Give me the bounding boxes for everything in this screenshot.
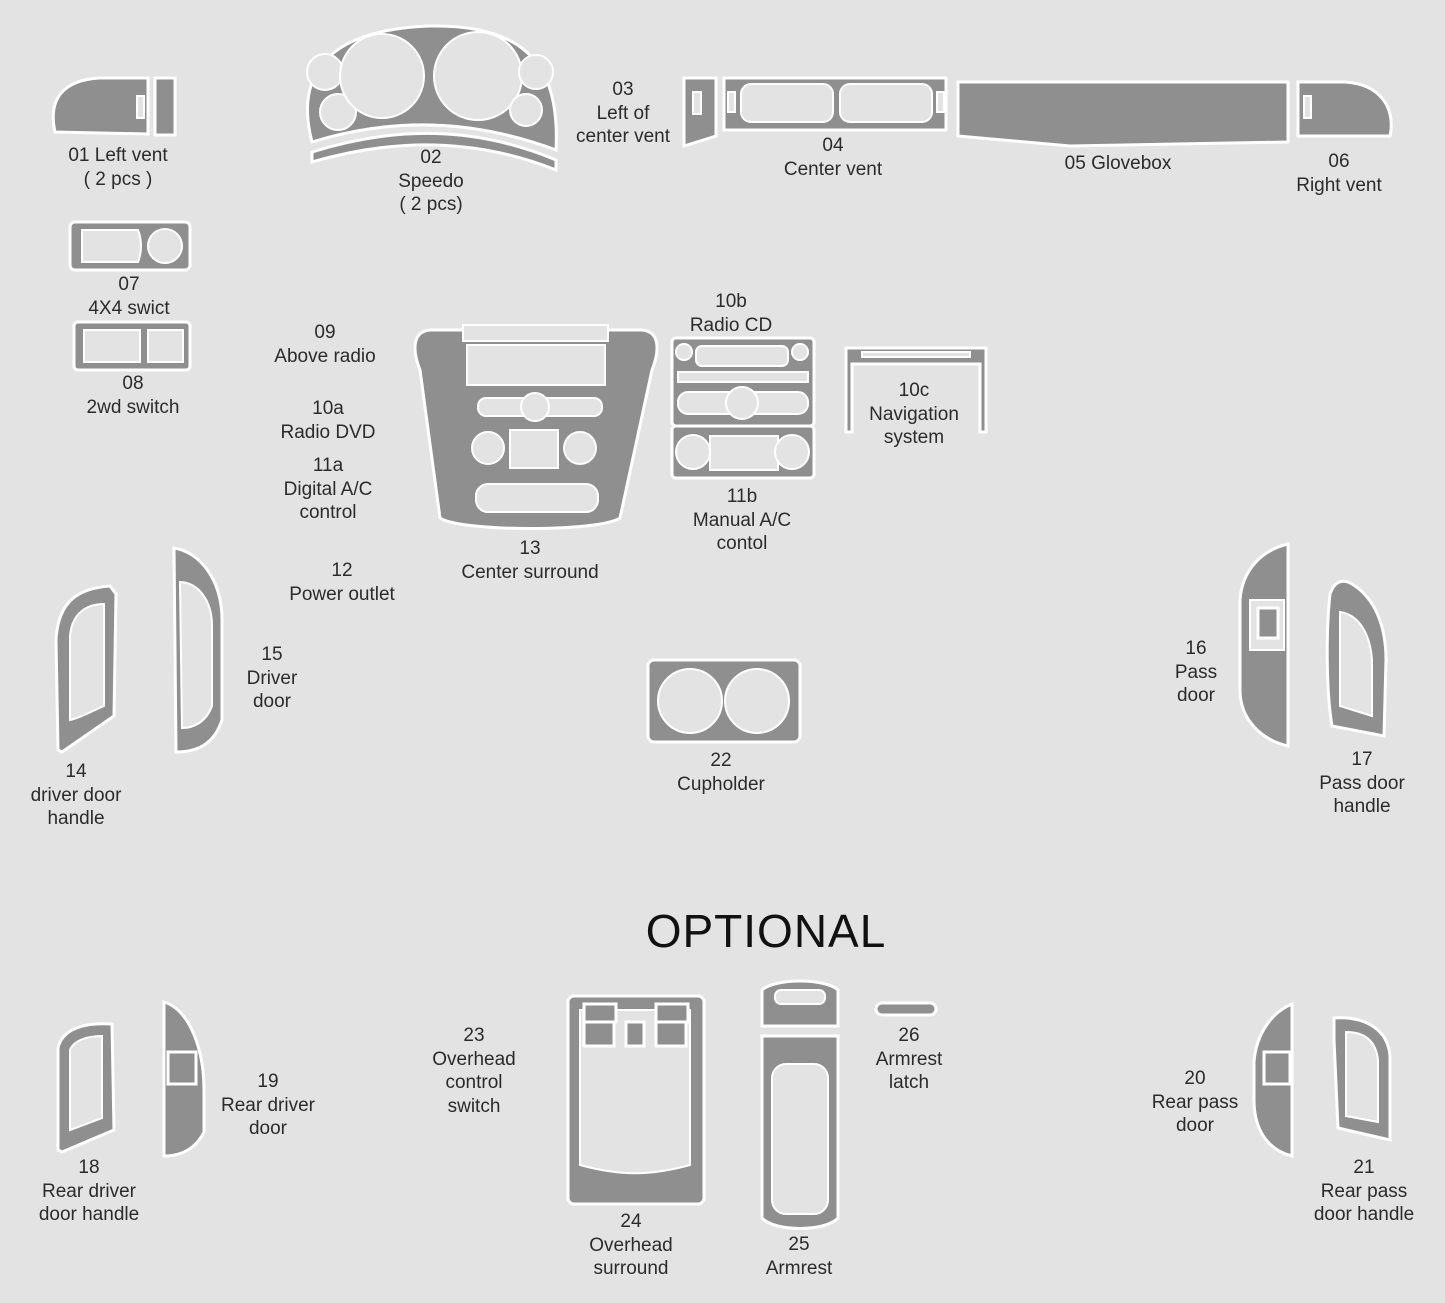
part-24-overhead-surround-shape <box>566 994 706 1206</box>
part-11b-manual-ac-shape <box>670 424 816 480</box>
label-05-glovebox: 05 Glovebox <box>1064 153 1172 174</box>
part-02-speedo-shape <box>306 24 558 173</box>
part-07-4x4-switch-shape <box>68 220 192 272</box>
part-16-pass-door-shape <box>1238 542 1290 748</box>
part-14-driver-door-handle-shape <box>54 584 118 754</box>
part-17-pass-door-handle-shape <box>1325 579 1388 738</box>
part-01-left-vent-shape <box>51 76 177 137</box>
part-08-2wd-switch-shape <box>72 320 192 372</box>
part-21-rear-pass-door-handle-shape <box>1332 1016 1392 1142</box>
part-13-center-surround-shape <box>413 324 659 530</box>
part-20-rear-pass-door-shape <box>1252 1001 1294 1158</box>
part-03-left-of-center-vent-shape <box>682 76 718 149</box>
part-04-center-vent-shape <box>722 76 948 132</box>
part-06-right-vent-shape <box>1296 80 1393 138</box>
part-10b-radio-cd-shape <box>670 336 816 428</box>
part-10c-navigation-shape <box>844 346 988 434</box>
part-22-cupholder-shape <box>646 658 802 744</box>
part-18-rear-driver-door-handle-shape <box>56 1022 116 1154</box>
part-26-armrest-latch-shape <box>874 1001 938 1017</box>
part-15-driver-door-shape <box>172 546 224 754</box>
part-19-rear-driver-door-shape <box>162 999 206 1158</box>
part-25-armrest-shape <box>760 979 840 1230</box>
label-01-left-vent: 01 Left vent( 2 pcs ) <box>68 145 168 190</box>
optional-heading: OPTIONAL <box>645 905 887 957</box>
part-05-glovebox-shape <box>956 80 1290 148</box>
